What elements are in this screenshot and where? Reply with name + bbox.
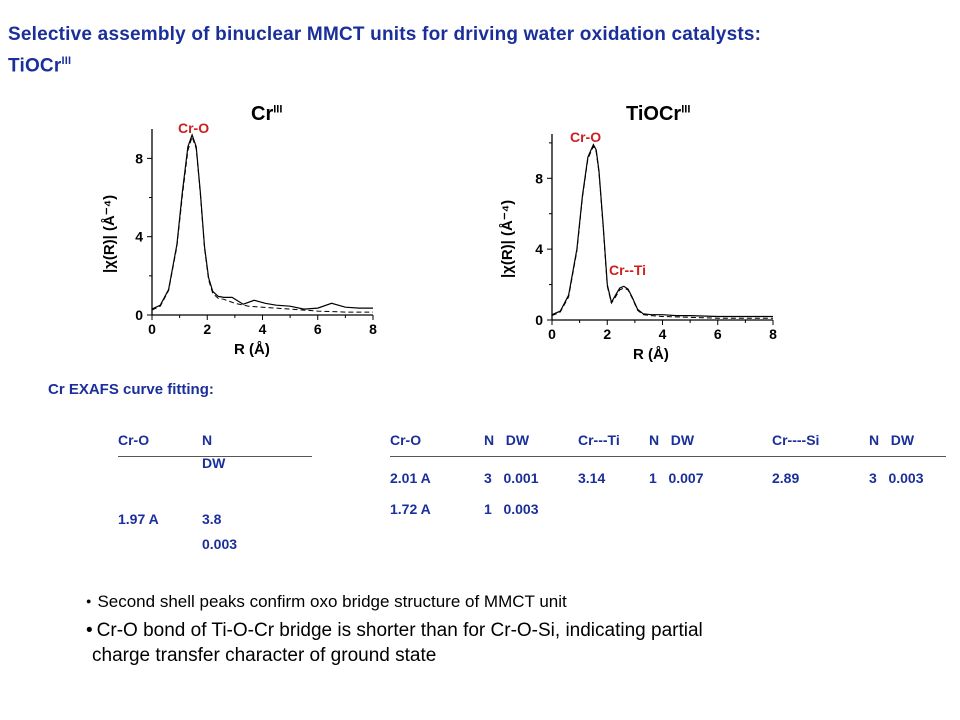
title-line-1: Selective assembly of binuclear MMCT uni… (8, 24, 762, 45)
chart1-plot: 0 2 4 6 8 0 4 8 (135, 129, 377, 337)
chart2-x-tick-label-4: 4 (659, 326, 667, 342)
chart2-y-tick-label-4: 4 (535, 241, 543, 257)
chart2-annotation-cr-o: Cr-O (570, 129, 602, 145)
chart2-x-tick-label-2: 2 (603, 326, 611, 342)
chart2-annotation-cr-ti: Cr--Ti (609, 262, 647, 278)
conclusion-bullets: ● Second shell peaks confirm oxo bridge s… (86, 592, 946, 668)
tiocr-header-cr-o: Cr-O (390, 432, 422, 448)
tiocr-row1-n-dw-3: 3 0.003 (869, 470, 924, 486)
tiocr-row1-cr-si: 2.89 (772, 470, 800, 486)
chart2-plot: 0 2 4 6 8 0 4 8 (535, 134, 777, 342)
tiocr-header-n-dw-3: N DW (869, 432, 915, 448)
tiocr-row1-n-dw-2: 1 0.007 (649, 470, 704, 486)
cr-table-header-n: N (202, 432, 213, 448)
cr-table-header-cr-o: Cr-O (118, 432, 150, 448)
chart1-x-tick-label-0: 0 (148, 321, 156, 337)
chart2-series-dashed-line (551, 145, 773, 319)
chart1-series-dashed-line (151, 135, 373, 313)
chart1-y-tick-label-8: 8 (135, 150, 143, 166)
chart1-y-tick-label-0: 0 (135, 307, 143, 323)
tiocr-row1-cr-ti: 3.14 (578, 470, 606, 486)
chart1-x-tick-label-8: 8 (369, 321, 377, 337)
chart2-x-tick-label-6: 6 (714, 326, 722, 342)
chart2-title-sup: III (681, 103, 691, 116)
bullet-item-2: •Cr-O bond of Ti-O-Cr bridge is shorter … (86, 618, 946, 668)
cr-table-header-dw: DW (202, 455, 226, 471)
bullet-text-1: Second shell peaks confirm oxo bridge st… (97, 592, 567, 611)
title-line-2: TiOCrIII (8, 48, 948, 79)
chart1-annotation-cr-o: Cr-O (178, 120, 210, 136)
slide-title: Selective assembly of binuclear MMCT uni… (8, 22, 948, 79)
chart2-title-text: TiOCr (626, 103, 682, 125)
cr-table-n-value: 3.8 (202, 511, 222, 527)
tiocr-row1-n-dw: 3 0.001 (484, 470, 539, 486)
chart1-title: CrIII (251, 103, 282, 126)
chart2-y-tick-label-0: 0 (535, 312, 543, 328)
cr-table-rule (118, 456, 312, 457)
bullet-text-2-continued: charge transfer character of ground stat… (92, 645, 437, 666)
tiocr-header-cr-si: Cr----Si (772, 432, 820, 448)
bullet-dot-2: • (86, 620, 93, 641)
tiocr-row2-distance: 1.72 A (390, 501, 431, 517)
tiocr-row2-n-dw: 1 0.003 (484, 501, 539, 517)
chart2-y-tick-label-8: 8 (535, 170, 543, 186)
title-compound: TiOCr (8, 55, 62, 77)
fitting-heading: Cr EXAFS curve fitting: (48, 381, 214, 398)
tiocr-header-n-dw-2: N DW (649, 432, 695, 448)
chart2-x-tick-label-0: 0 (548, 326, 556, 342)
chart1-x-tick-label-4: 4 (259, 321, 267, 337)
chart1-series-solid-line (151, 133, 373, 310)
chart2-series-solid-line (551, 143, 773, 318)
chart2-title: TiOCrIII (626, 103, 690, 126)
chart2-y-axis-label: |χ(R)| (Å⁻⁴) (499, 199, 516, 278)
bullet-dot-1: ● (86, 596, 92, 606)
title-oxidation-state: III (61, 55, 72, 67)
chart1-title-text: Cr (251, 103, 274, 125)
tiocr-header-cr-ti: Cr---Ti (578, 432, 620, 448)
chart1-x-axis-label: R (Å) (234, 341, 270, 358)
bullet-text-2: Cr-O bond of Ti-O-Cr bridge is shorter t… (96, 620, 703, 641)
cr-table-distance: 1.97 A (118, 511, 159, 527)
tiocr-row1-distance: 2.01 A (390, 470, 431, 486)
tiocr-table-rule (390, 456, 946, 457)
chart1-title-sup: III (273, 103, 283, 116)
chart2-x-axis-label: R (Å) (633, 346, 669, 363)
chart1-y-tick-label-4: 4 (135, 229, 143, 245)
chart1-x-tick-label-2: 2 (203, 321, 211, 337)
chart2-x-tick-label-8: 8 (769, 326, 777, 342)
bullet-item-1: ● Second shell peaks confirm oxo bridge s… (86, 592, 946, 612)
chart1-x-tick-label-6: 6 (314, 321, 322, 337)
tiocr-header-n-dw-1: N DW (484, 432, 530, 448)
cr-table-dw-value: 0.003 (202, 536, 238, 552)
